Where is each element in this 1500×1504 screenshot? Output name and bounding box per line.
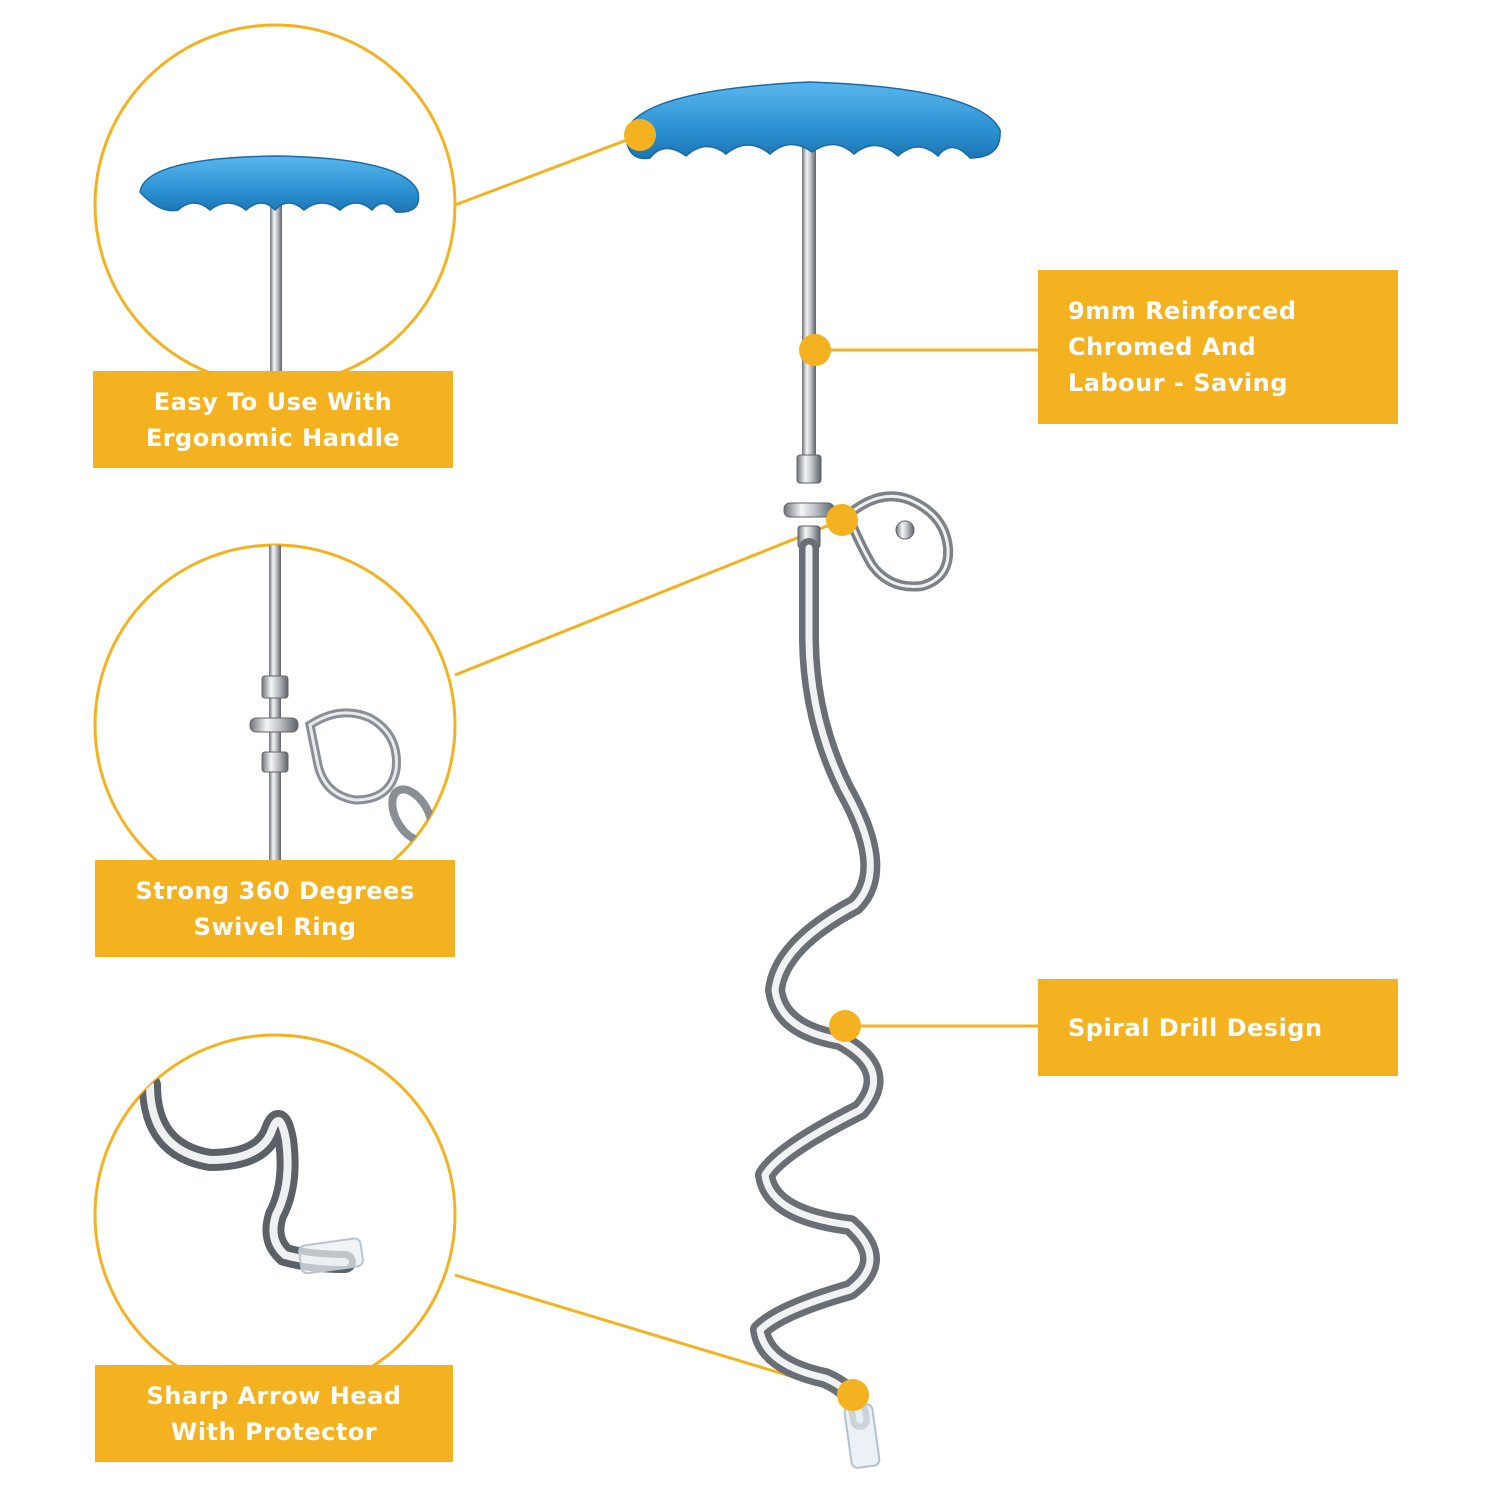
label-swivel-line1: Strong 360 Degrees [135, 876, 415, 905]
callout-line-swivel [454, 518, 843, 677]
detail-circle-swivel [93, 543, 457, 907]
detail-circle-handle [93, 23, 457, 387]
label-reinforced-chrome: 9mm Reinforced Chromed And Labour - Savi… [1038, 270, 1398, 424]
callout-lines [454, 133, 1040, 1397]
label-spiral-drill: Spiral Drill Design [1038, 979, 1398, 1076]
label-swivel-line2: Swivel Ring [193, 912, 357, 941]
label-chrome-line3: Labour - Saving [1068, 369, 1288, 397]
dog-tie-out-stake-icon [625, 81, 1001, 1469]
callout-line-handle [454, 133, 641, 207]
handle-grip [625, 81, 1001, 160]
label-handle-line2: Ergonomic Handle [145, 423, 401, 452]
callout-dot-icon [799, 334, 831, 366]
handle-grip-small [139, 155, 420, 213]
detail-circle-arrow [93, 1033, 457, 1397]
label-ergonomic-handle: Easy To Use With Ergonomic Handle [93, 371, 453, 468]
label-chrome-line2: Chromed And [1068, 333, 1257, 361]
label-spiral-line1: Spiral Drill Design [1068, 1013, 1323, 1042]
label-swivel-ring: Strong 360 Degrees Swivel Ring [95, 860, 455, 957]
callout-dot-icon [829, 1010, 861, 1042]
callout-dots [624, 119, 869, 1411]
callout-dot-icon [837, 1379, 869, 1411]
label-handle-line1: Easy To Use With [153, 387, 393, 416]
label-arrow-line2: With Protector [170, 1417, 378, 1446]
label-arrow-line1: Sharp Arrow Head [146, 1381, 402, 1410]
callout-dot-icon [624, 119, 656, 151]
label-arrow-head: Sharp Arrow Head With Protector [95, 1365, 453, 1462]
label-chrome-line1: 9mm Reinforced [1068, 297, 1297, 325]
callout-dot-icon [826, 504, 858, 536]
